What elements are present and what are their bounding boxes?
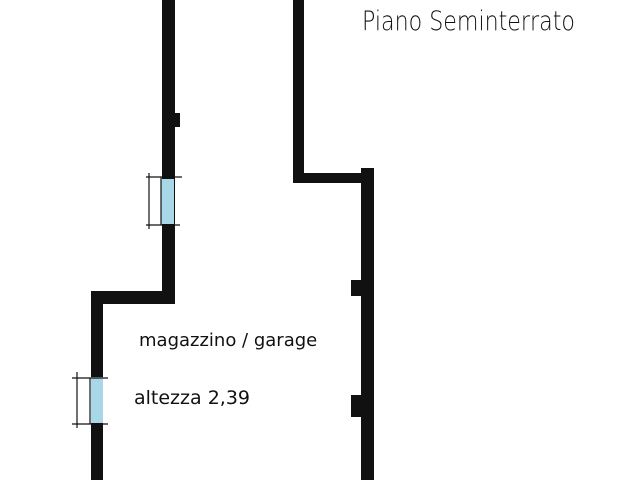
right-lower-wall: [361, 168, 374, 480]
right-upper-wall: [293, 0, 304, 183]
room-label: magazzino / garage: [139, 330, 318, 351]
wall-mark: [172, 113, 180, 127]
door-jamb: [351, 280, 361, 296]
window-lower: [72, 372, 108, 428]
door-jamb: [351, 395, 361, 417]
floor-title: Piano Seminterrato: [362, 6, 575, 37]
room-height-label: altezza 2,39: [134, 387, 250, 409]
left-step-wall: [91, 291, 175, 304]
right-step-wall: [293, 173, 373, 183]
window-upper: [146, 173, 182, 229]
left-upper-wall: [162, 0, 175, 304]
